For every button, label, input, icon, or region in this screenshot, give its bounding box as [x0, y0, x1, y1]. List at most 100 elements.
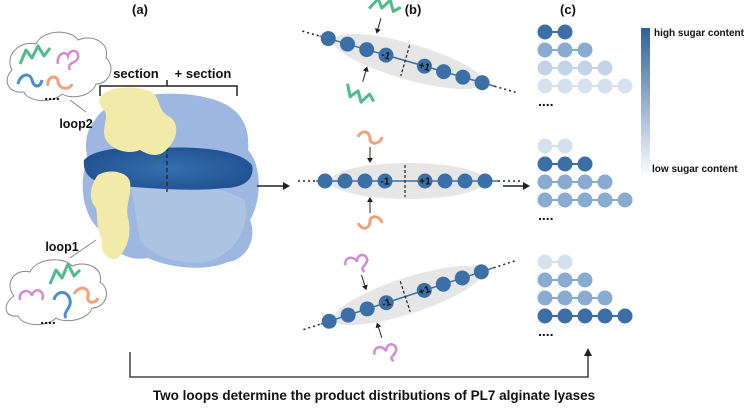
cleavage-site-line	[399, 281, 411, 312]
sugar-residue	[377, 173, 393, 189]
bottom-loop-arrowhead	[362, 66, 369, 72]
product-sugar-residue	[557, 24, 573, 40]
blue-loop-glyph-2	[52, 291, 72, 319]
bottom-loop-glyph	[373, 343, 398, 363]
bottom-loop-arrowhead	[367, 197, 373, 202]
product-sugar-residue	[557, 272, 573, 288]
product-sugar-residue	[537, 156, 553, 172]
top-loop-glyph	[368, 0, 402, 13]
sugar-residue	[320, 31, 336, 47]
product-sugar-residue	[557, 78, 573, 94]
top-loop-glyph	[356, 130, 384, 145]
loop1-label: loop1	[45, 240, 78, 254]
product-distribution-2: ....	[537, 138, 633, 223]
product-sugar-residue	[577, 192, 593, 208]
sugar-residue	[417, 173, 433, 189]
product-sugar-residue	[577, 156, 593, 172]
bottom-loop-pointer	[362, 70, 367, 82]
product-sugar-residue	[537, 60, 553, 76]
product-sugar-residue	[577, 174, 593, 190]
panel-arrows	[257, 182, 530, 190]
top-loop-pointer	[360, 274, 366, 287]
top-loop-arrowhead	[361, 284, 368, 291]
bottom-loop-arrowhead	[375, 322, 382, 329]
subsite-minus-one-label: -1	[381, 177, 390, 188]
sugar-residue	[337, 173, 353, 189]
blue-loop-glyph	[16, 73, 44, 88]
subsite-minus-one-label: -1	[380, 50, 392, 63]
chain-continuation-left	[302, 30, 320, 37]
active-site-row-1: -1 +1	[302, 0, 516, 104]
top-loop-glyph	[344, 253, 369, 273]
product-sugar-residue	[597, 290, 613, 306]
product-sugar-residue	[557, 42, 573, 58]
sugar-residue	[437, 173, 453, 189]
subsite-minus-one-label: -1	[381, 297, 393, 310]
protein-shading	[130, 178, 246, 263]
product-sugar-residue	[577, 78, 593, 94]
chain-continuation-right	[493, 260, 515, 269]
product-sugar-residue	[537, 290, 553, 306]
chain-continuation-right	[494, 85, 516, 94]
product-sugar-residue	[557, 308, 573, 324]
sugar-residue	[435, 276, 451, 292]
product-sugar-residue	[537, 42, 553, 58]
sugar-residue	[477, 173, 493, 189]
panel-label-a: (a)	[132, 2, 148, 17]
sugar-residue	[455, 69, 471, 85]
sugar-residue	[473, 264, 489, 280]
product-sugar-residue	[597, 308, 613, 324]
cleavage-site-line	[400, 45, 411, 77]
sugar-residue	[340, 307, 356, 323]
orange-loop-glyph-2	[72, 286, 100, 304]
loop1-connector	[69, 239, 97, 259]
panel-label-b: (b)	[405, 2, 422, 17]
product-sugar-residue	[537, 138, 553, 154]
product-sugar-residue	[537, 78, 553, 94]
product-sugar-residue	[537, 254, 553, 270]
sugar-residue	[359, 42, 375, 58]
panel-c-products: ............	[537, 24, 633, 339]
colorbar-low-label: low sugar content	[652, 164, 738, 175]
sugar-residue	[321, 313, 337, 329]
green-loop-glyph-2	[48, 262, 82, 285]
product-sugar-residue	[577, 290, 593, 306]
sugar-residue	[357, 173, 373, 189]
product-sugar-residue	[557, 174, 573, 190]
product-distribution-1: ....	[537, 24, 633, 109]
loop1-more-dots: ....	[40, 311, 56, 327]
product-sugar-residue	[617, 192, 633, 208]
top-loop-arrowhead	[375, 28, 381, 34]
product-sugar-residue	[597, 192, 613, 208]
bottom-flow-arrow	[129, 348, 592, 378]
sugar-residue	[340, 36, 356, 52]
bottom-loop-glyph	[346, 83, 376, 104]
subsite-plus-one-label: +1	[417, 60, 431, 74]
more-products-dots: ....	[538, 323, 554, 339]
sugar-residue	[416, 282, 432, 298]
top-loop-arrowhead	[367, 158, 373, 163]
product-sugar-residue	[537, 192, 553, 208]
pink-loop-glyph	[56, 49, 80, 71]
product-sugar-residue	[577, 308, 593, 324]
product-sugar-residue	[537, 272, 553, 288]
loop2-label: loop2	[59, 117, 92, 131]
product-sugar-residue	[597, 174, 613, 190]
product-sugar-residue	[557, 156, 573, 172]
product-sugar-residue	[557, 290, 573, 306]
bottom-loop-glyph	[356, 215, 384, 230]
sugar-residue	[378, 47, 394, 63]
product-sugar-residue	[537, 308, 553, 324]
product-distribution-3: ....	[537, 254, 633, 339]
subsite-plus-one-label: +1	[417, 284, 432, 298]
more-products-dots: ....	[538, 93, 554, 109]
product-sugar-residue	[597, 78, 613, 94]
sugar-residue	[317, 173, 333, 189]
panel-b: -1 +1 -1 +1 -1 +1	[298, 0, 520, 363]
product-sugar-residue	[577, 60, 593, 76]
loop1-variant-cloud	[5, 259, 107, 325]
subsite-plus-one-label: +1	[419, 177, 431, 188]
orange-loop-glyph	[46, 75, 74, 90]
bottom-loop-pointer	[377, 326, 383, 338]
